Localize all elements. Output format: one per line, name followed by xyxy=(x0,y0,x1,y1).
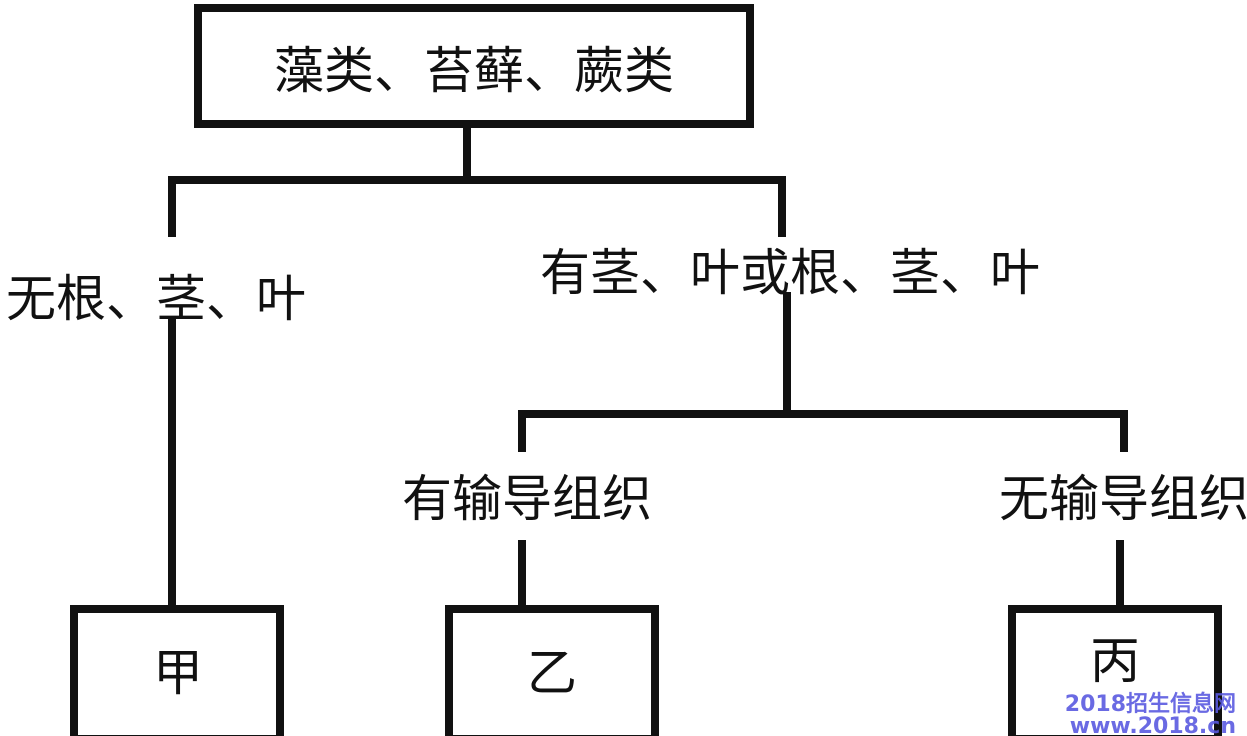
sub-left-label: 有输导组织 xyxy=(402,470,652,528)
watermark-line2: www.2018.cn xyxy=(1070,714,1236,736)
root-box xyxy=(194,4,754,128)
leaf-box-yi xyxy=(445,605,659,736)
leaf-label-jia: 甲 xyxy=(153,644,203,702)
root-label: 藻类、苔藓、蕨类 xyxy=(274,42,674,100)
branch-left-label: 无根、茎、叶 xyxy=(6,270,306,328)
branch-right-label: 有茎、叶或根、茎、叶 xyxy=(540,244,1040,302)
leaf-box-bing xyxy=(1008,605,1222,736)
watermark-line1: 2018招生信息网 xyxy=(1065,691,1236,717)
leaf-box-jia xyxy=(70,605,284,736)
sub-right-label: 无输导组织 xyxy=(999,470,1247,528)
leaf-label-bing: 丙 xyxy=(1090,632,1140,690)
leaf-label-yi: 乙 xyxy=(527,644,577,702)
